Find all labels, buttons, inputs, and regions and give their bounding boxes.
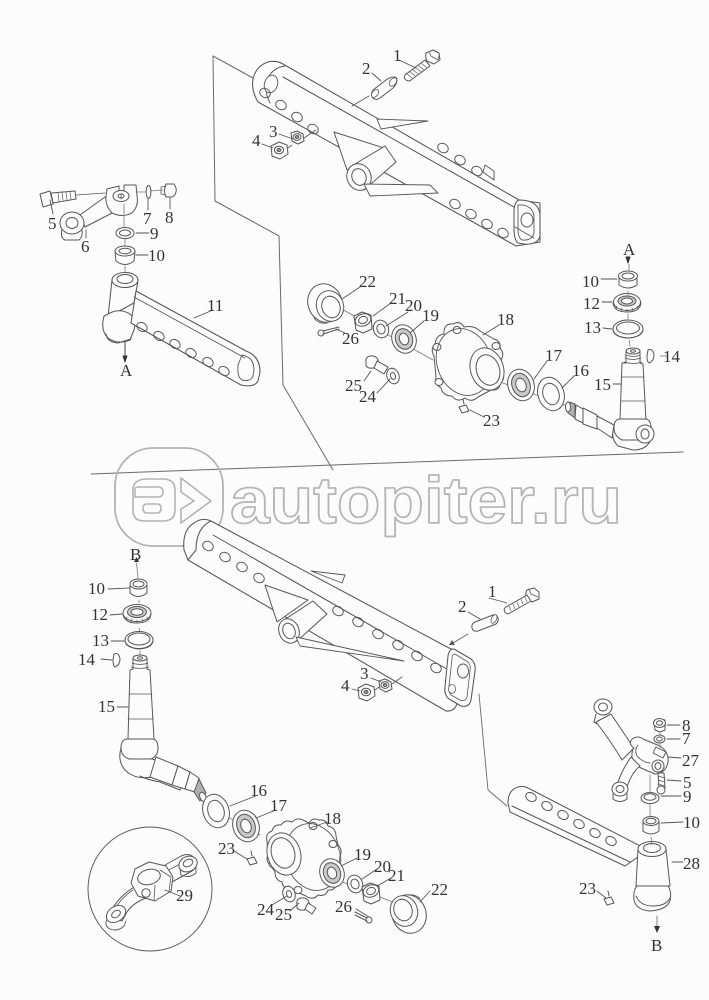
svg-text:9: 9 [150,224,159,243]
svg-text:23: 23 [218,839,235,858]
svg-text:5: 5 [683,773,692,792]
svg-text:18: 18 [324,809,341,828]
svg-text:22: 22 [359,272,376,291]
svg-text:15: 15 [98,697,115,716]
svg-text:3: 3 [269,122,278,141]
svg-text:10: 10 [683,813,700,832]
svg-text:10: 10 [148,246,165,265]
svg-text:18: 18 [497,310,514,329]
svg-text:8: 8 [682,716,691,735]
svg-text:5: 5 [48,214,57,233]
svg-text:16: 16 [250,781,267,800]
svg-text:2: 2 [458,597,467,616]
svg-text:1: 1 [393,46,402,65]
svg-text:14: 14 [78,650,96,669]
svg-text:15: 15 [594,375,611,394]
svg-text:25: 25 [345,376,362,395]
svg-text:14: 14 [663,347,681,366]
svg-text:3: 3 [360,664,369,683]
svg-text:23: 23 [579,879,596,898]
svg-text:20: 20 [374,857,391,876]
svg-text:22: 22 [431,880,448,899]
svg-text:21: 21 [389,289,406,308]
svg-text:16: 16 [572,361,589,380]
svg-text:26: 26 [335,897,352,916]
svg-text:10: 10 [88,579,105,598]
svg-text:25: 25 [275,905,292,924]
svg-text:12: 12 [583,294,600,313]
svg-text:autopiter.ru: autopiter.ru [230,463,622,537]
svg-text:B: B [130,545,141,564]
svg-text:19: 19 [354,845,371,864]
svg-text:1: 1 [488,582,497,601]
svg-text:11: 11 [207,296,223,315]
svg-text:6: 6 [81,237,90,256]
svg-text:12: 12 [91,605,108,624]
svg-text:21: 21 [388,866,405,885]
svg-text:2: 2 [362,59,371,78]
svg-text:17: 17 [270,796,288,815]
svg-text:7: 7 [143,209,152,228]
svg-text:29: 29 [176,886,193,905]
svg-text:24: 24 [257,900,275,919]
svg-text:13: 13 [584,318,601,337]
svg-text:A: A [623,240,636,259]
svg-text:8: 8 [165,208,174,227]
svg-text:28: 28 [683,854,700,873]
svg-text:17: 17 [545,346,563,365]
svg-text:27: 27 [682,751,700,770]
svg-text:9: 9 [683,787,692,806]
svg-text:13: 13 [92,631,109,650]
svg-text:A: A [120,361,133,380]
svg-text:4: 4 [341,676,350,695]
svg-text:20: 20 [405,296,422,315]
svg-text:7: 7 [682,729,691,748]
svg-text:19: 19 [422,306,439,325]
svg-text:23: 23 [483,411,500,430]
svg-text:10: 10 [582,272,599,291]
svg-text:24: 24 [359,387,377,406]
svg-text:26: 26 [342,329,359,348]
svg-text:4: 4 [252,131,261,150]
svg-text:B: B [651,936,662,955]
